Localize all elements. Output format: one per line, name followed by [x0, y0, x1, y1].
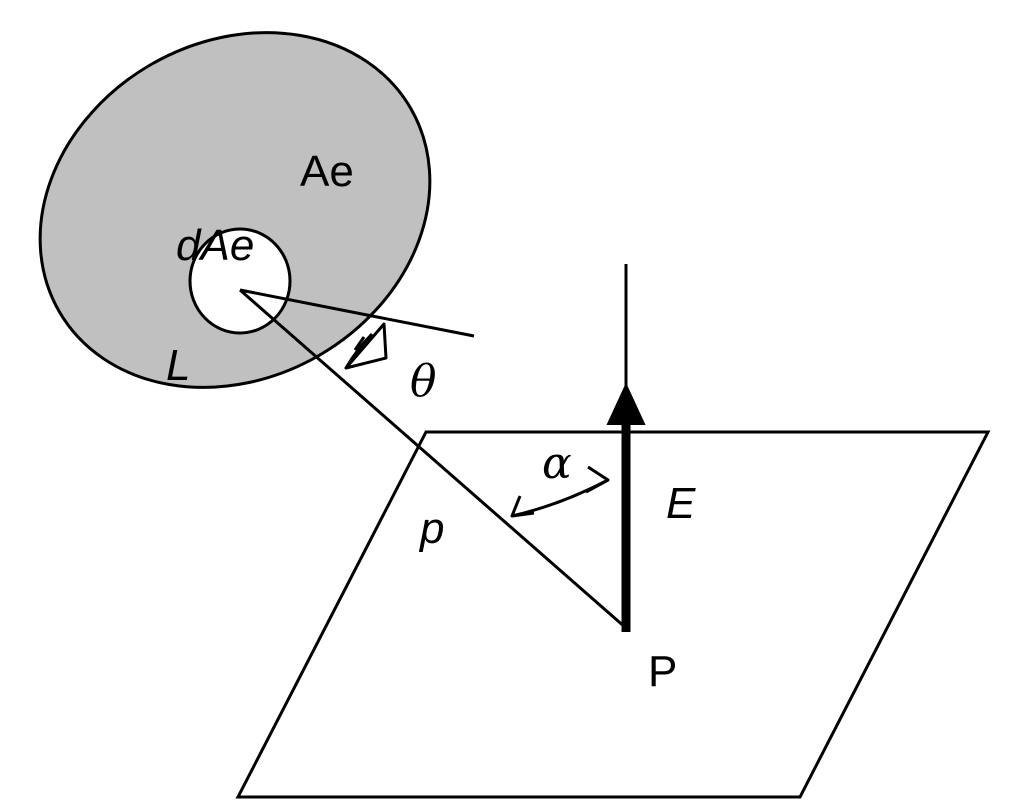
differential-element [188, 227, 292, 335]
receiving-plane [235, 430, 991, 799]
theta-arrowhead [344, 322, 388, 370]
label-luminance: L [166, 341, 190, 390]
label-distance-p: p [418, 504, 444, 553]
emitter-normal-line [239, 288, 475, 338]
emitter-surface [38, 31, 432, 389]
label-emitter-area: Ae [300, 147, 354, 196]
label-differential-area: dAe [176, 221, 254, 270]
alpha-arrowhead-left [510, 495, 535, 518]
label-alpha: α [542, 438, 572, 489]
label-illuminance-e: E [666, 479, 696, 528]
label-theta: θ [410, 356, 437, 407]
theta-arrow-tick [353, 336, 366, 351]
label-point-p: P [648, 647, 677, 696]
alpha-angle-marker [510, 465, 610, 518]
illuminance-arrowhead [606, 382, 646, 425]
theta-angle-marker [344, 322, 388, 370]
ray-line-p [239, 288, 627, 630]
alpha-arrowhead-right [585, 465, 610, 494]
